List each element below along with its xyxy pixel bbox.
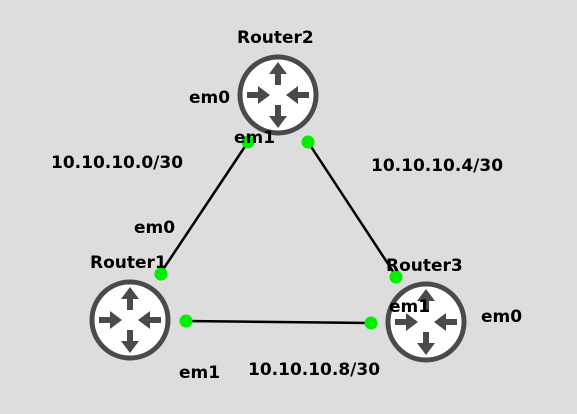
subnet-label-r1-r3: 10.10.10.8/30 [248,360,380,380]
router3-body [385,281,467,363]
router-icon [395,289,457,355]
router3-label: Router3 [386,256,463,276]
iface-label-router3-em1: em1 [389,297,430,317]
router-icon [99,287,161,353]
router1-node[interactable] [89,279,171,361]
port-router1-em1[interactable] [179,314,193,328]
link-r1-r2 [158,141,250,275]
router2-label: Router2 [237,28,314,48]
subnet-label-r2-r3: 10.10.10.4/30 [371,156,503,176]
port-router3-r2-side[interactable] [389,270,403,284]
iface-label-router2-em0: em0 [189,88,230,108]
iface-label-router2-em1: em1 [234,128,275,148]
iface-label-router1-em1: em1 [179,363,220,383]
subnet-label-r1-r2: 10.10.10.0/30 [51,153,183,173]
iface-label-router1-em0: em0 [134,218,175,238]
router2-body [237,54,319,136]
port-router3-em1[interactable] [364,316,378,330]
link-r1-r3 [184,319,371,325]
port-router2-em1[interactable] [241,135,255,149]
router3-node[interactable] [385,281,467,363]
router-icon [247,62,309,128]
router1-label: Router1 [90,253,167,273]
router2-node[interactable] [237,54,319,136]
link-r2-r3 [306,141,398,277]
port-router1-em0[interactable] [154,267,168,281]
iface-label-router3-em0: em0 [481,307,522,327]
port-router2-r3-side[interactable] [301,135,315,149]
router1-body [89,279,171,361]
